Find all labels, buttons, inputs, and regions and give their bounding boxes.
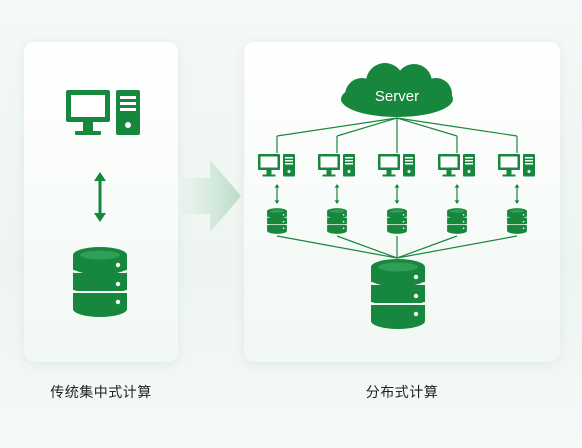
database-link-line <box>396 235 458 259</box>
bidirectional-arrow-icon <box>514 184 520 204</box>
database-icon <box>386 207 408 235</box>
central-database-icon <box>369 258 427 330</box>
database-icon <box>71 246 129 318</box>
computer-icon <box>378 154 415 177</box>
bidirectional-arrow-icon <box>394 184 400 204</box>
database-icon <box>446 207 468 235</box>
server-link-line <box>276 117 398 137</box>
network-lines <box>276 117 518 259</box>
server-label: Server <box>375 88 419 105</box>
bidirectional-arrow-icon <box>274 184 280 204</box>
database-icon <box>266 207 288 235</box>
transition-arrow-icon <box>181 160 241 232</box>
computer-icon <box>498 154 535 177</box>
bidirectional-arrow-icon <box>94 172 106 222</box>
server-link-line <box>336 117 398 137</box>
bidirectional-arrow-icon <box>334 184 340 204</box>
database-icon <box>326 207 348 235</box>
distributed-caption: 分布式计算 <box>365 385 439 401</box>
server-cloud: Server <box>341 63 453 117</box>
node-row <box>258 154 535 235</box>
database-link-line <box>276 235 398 259</box>
centralized-caption: 传统集中式计算 <box>50 385 152 401</box>
computer-icon <box>258 154 295 177</box>
cloud-icon <box>341 63 453 117</box>
computer-icon <box>318 154 355 177</box>
computer-icon <box>438 154 475 177</box>
computer-icon <box>66 90 140 135</box>
server-link-line <box>396 117 518 137</box>
database-link-line <box>336 235 398 259</box>
database-link-line <box>396 235 518 259</box>
server-link-line <box>396 117 458 137</box>
bidirectional-arrow-icon <box>454 184 460 204</box>
database-icon <box>506 207 528 235</box>
